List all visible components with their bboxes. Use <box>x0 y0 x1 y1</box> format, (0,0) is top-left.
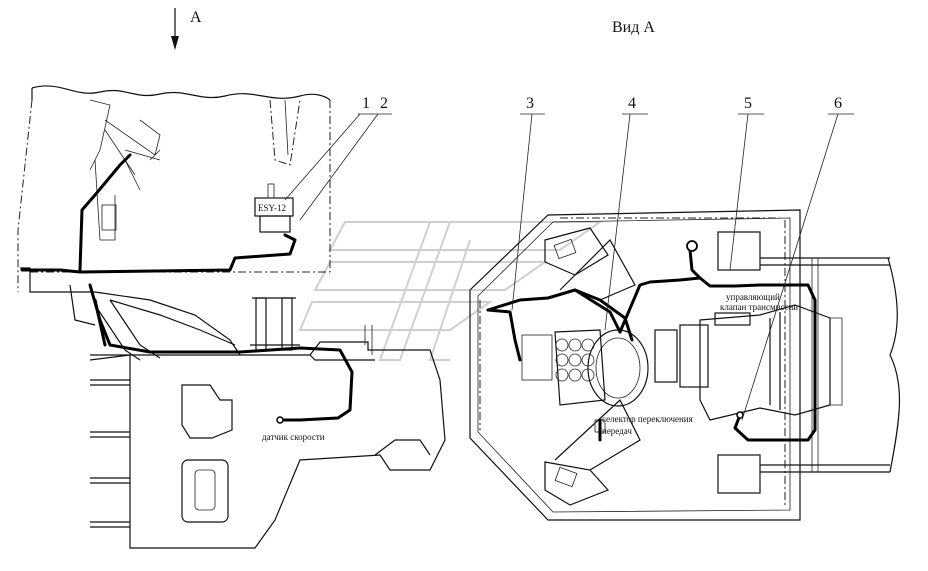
transmission-valve-label-line1: управляющий <box>726 292 780 302</box>
callout-5-label: 5 <box>744 95 752 112</box>
view-title: Вид А <box>612 19 655 36</box>
esy12-block: ESY-12 <box>254 183 294 233</box>
callout-1: 1 <box>284 95 392 201</box>
cab-outline <box>17 85 331 292</box>
callout-6-label: 6 <box>834 95 842 112</box>
callout-3: 3 <box>511 95 545 311</box>
callout-4: 4 <box>604 95 648 331</box>
view-a-frame <box>469 209 901 521</box>
esy12-label: ESY-12 <box>258 203 286 213</box>
transmission-valve-label-line2: клапан трансмиссии <box>720 302 798 312</box>
gear-selector-label-line1: селектор переключения <box>602 414 693 424</box>
watermark-logo <box>298 221 604 361</box>
gear-selector-label-line2: передач <box>602 426 632 436</box>
callout-6: 6 <box>741 95 854 421</box>
callout-1-label: 1 <box>362 95 370 112</box>
left-cable-run <box>20 153 354 424</box>
view-arrow: А <box>171 8 202 50</box>
callout-5: 5 <box>729 95 764 271</box>
callout-2-label: 2 <box>380 95 388 112</box>
callout-2: 2 <box>299 95 388 221</box>
right-cable-run <box>486 240 817 442</box>
callout-3-label: 3 <box>526 95 534 112</box>
view-arrow-label: А <box>190 9 202 26</box>
chassis-frame <box>20 267 446 549</box>
speed-sensor-label: датчик скорости <box>262 432 325 442</box>
callout-4-label: 4 <box>628 95 636 112</box>
